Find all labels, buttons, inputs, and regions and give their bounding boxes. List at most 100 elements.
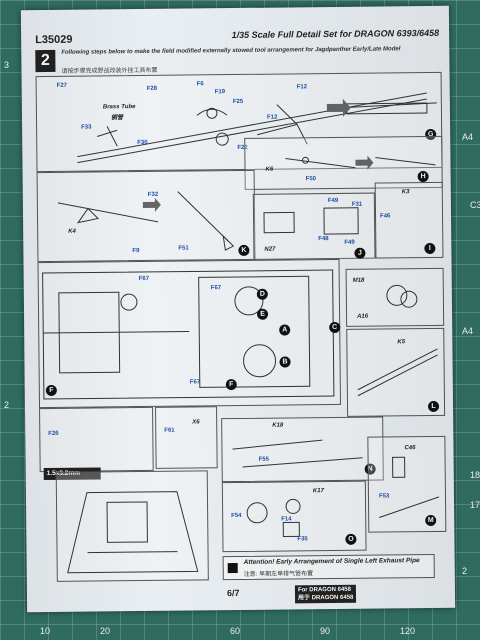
tool-rack-drawing bbox=[77, 92, 437, 164]
marker-f: F bbox=[225, 379, 237, 391]
marker-l: L bbox=[427, 400, 440, 413]
hull-drawing bbox=[42, 269, 335, 400]
part-label-f9: F9 bbox=[132, 248, 140, 255]
mat-number: 10 bbox=[40, 626, 51, 636]
hatch-drawing bbox=[386, 284, 418, 308]
panel-n: K18 F55 N bbox=[221, 416, 384, 483]
box-drawing bbox=[263, 207, 359, 235]
attention-text-cn: 注意: 早期左单排气管布置 bbox=[243, 571, 314, 578]
part-label: F12 bbox=[296, 84, 308, 91]
mat-number: A4 bbox=[462, 132, 474, 142]
mat-number: 120 bbox=[400, 626, 416, 636]
part-label-k5: K5 bbox=[397, 339, 406, 346]
part-label-f14: F14 bbox=[281, 516, 292, 523]
crowbar-drawing bbox=[232, 439, 363, 468]
panel-g: F27 F28 F30 F33 F6 F19 F25 F12 F12 F22 B… bbox=[35, 71, 443, 173]
marker-m: M bbox=[425, 514, 437, 527]
panel-h: K6 F50 H bbox=[244, 135, 443, 190]
sheet-title: 1/35 Scale Full Detail Set for DRAGON 63… bbox=[231, 27, 440, 41]
clamp-drawing bbox=[246, 498, 301, 538]
panel-m: C46 F53 M bbox=[367, 435, 447, 533]
engine-deck-view bbox=[55, 470, 209, 582]
mat-number: 90 bbox=[320, 626, 331, 636]
mat-number: 2 bbox=[4, 400, 10, 410]
part-label-k3: K3 bbox=[401, 189, 410, 196]
mat-number: 3 bbox=[4, 60, 10, 70]
part-label-f51: F51 bbox=[178, 245, 189, 252]
part-label-f49b: F49 bbox=[344, 239, 355, 246]
panel-l: K5 L bbox=[346, 327, 446, 417]
marker-k: K bbox=[238, 244, 250, 256]
engine-deck-drawing bbox=[67, 491, 199, 574]
part-label: F33 bbox=[81, 124, 92, 131]
panel-x6: X6 F61 bbox=[155, 406, 218, 469]
product-code: L35029 bbox=[35, 33, 73, 47]
marker-f-left: F bbox=[45, 384, 57, 397]
attention-note: Attention! Early Arrangement of Single L… bbox=[222, 553, 435, 581]
part-label-m18: M18 bbox=[352, 277, 365, 284]
brass-tube-label-cn: 铜管 bbox=[110, 115, 124, 122]
part-label-n27: N27 bbox=[264, 246, 276, 253]
attention-icon bbox=[227, 563, 238, 574]
part-label-f61: F61 bbox=[164, 427, 175, 434]
panel-f26: F26 bbox=[39, 406, 154, 473]
mat-number: 20 bbox=[100, 626, 111, 636]
part-label: F27 bbox=[56, 82, 68, 89]
attention-text: Attention! Early Arrangement of Single L… bbox=[243, 557, 420, 566]
cable-drawing bbox=[285, 155, 436, 170]
part-label-k6: K6 bbox=[265, 166, 274, 173]
mat-number: C3 bbox=[470, 200, 480, 210]
part-label-f55: F55 bbox=[258, 456, 269, 463]
for-line-cn: 用于 DRAGON 6458 bbox=[298, 594, 354, 602]
part-label-f50: F50 bbox=[305, 176, 317, 183]
part-label: F25 bbox=[232, 98, 244, 106]
part-label: F30 bbox=[137, 139, 148, 147]
panel-i: K3 F46 I bbox=[374, 181, 444, 259]
part-label-f53: F53 bbox=[378, 493, 390, 500]
part-label-f49: F49 bbox=[327, 197, 339, 205]
part-label-f54: F54 bbox=[231, 512, 242, 520]
part-label-f67c: F67 bbox=[189, 379, 201, 386]
part-label-a16: A16 bbox=[357, 313, 369, 320]
mat-number: 17 bbox=[470, 500, 480, 510]
marker-j: J bbox=[354, 247, 366, 259]
step-title: Following steps below to make the field … bbox=[61, 46, 401, 56]
part-label-k17: K17 bbox=[312, 488, 324, 495]
pole-drawing bbox=[357, 348, 438, 397]
part-label-f67b: F67 bbox=[210, 285, 222, 292]
marker-b: B bbox=[279, 356, 291, 368]
part-label-f35: F35 bbox=[297, 536, 308, 543]
shovel-axe-drawing bbox=[57, 191, 235, 251]
part-label-f46: F46 bbox=[380, 213, 391, 220]
marker-e: E bbox=[256, 308, 269, 320]
marker-a: A bbox=[279, 324, 291, 336]
part-label-f67: F67 bbox=[138, 275, 150, 283]
part-label-k18: K18 bbox=[272, 422, 284, 429]
part-label-f48: F48 bbox=[318, 236, 329, 243]
step-number: 2 bbox=[35, 49, 56, 73]
part-label-f32: F32 bbox=[147, 191, 159, 198]
for-dragon-label: For DRAGON 6458 用于 DRAGON 6458 bbox=[294, 584, 357, 604]
part-label-f31: F31 bbox=[351, 201, 363, 208]
marker-c: C bbox=[329, 321, 341, 334]
part-label-f26: F26 bbox=[48, 430, 59, 437]
marker-d: D bbox=[256, 288, 268, 300]
part-label: F12 bbox=[266, 114, 278, 121]
part-label-x6: X6 bbox=[192, 419, 200, 426]
jack-drawing bbox=[379, 456, 440, 519]
marker-h: H bbox=[417, 170, 429, 183]
page-number: 6/7 bbox=[226, 588, 240, 599]
panel-k: K4 F32 F9 F51 K bbox=[36, 169, 256, 263]
part-label: F19 bbox=[214, 89, 226, 96]
panel-m18: M18 A16 bbox=[345, 267, 445, 327]
panel-j: N27 F49 F31 F48 F49 J bbox=[252, 192, 376, 260]
panel-o: K17 F54 F14 F35 O bbox=[221, 480, 367, 553]
part-label-k4: K4 bbox=[68, 228, 76, 235]
mat-number: 60 bbox=[230, 626, 241, 636]
part-label: F6 bbox=[196, 81, 204, 88]
marker-i: I bbox=[424, 242, 436, 255]
step-title-cn: 请按步骤完成野战改装外挂工具布置 bbox=[61, 67, 158, 75]
marker-o: O bbox=[345, 533, 357, 545]
hull-plan-view: F67 F67 F67 D E A B F F C bbox=[37, 258, 342, 409]
instruction-sheet: L35029 1/35 Scale Full Detail Set for DR… bbox=[20, 5, 456, 613]
